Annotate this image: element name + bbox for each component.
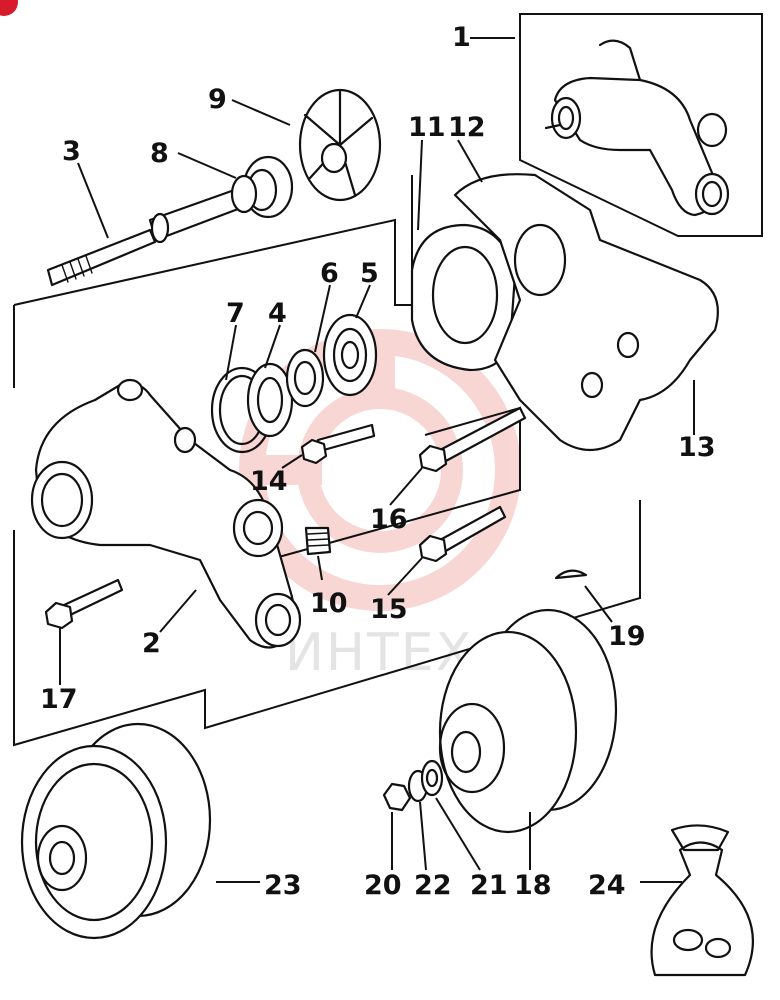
pulley-large [20, 722, 212, 940]
spacer [285, 348, 325, 408]
pulley-small [438, 608, 618, 834]
grouping-lines [13, 175, 641, 747]
label-11: 11 [408, 112, 446, 143]
label-4: 4 [268, 298, 287, 329]
pump-body [30, 378, 302, 649]
label-24: 24 [588, 870, 626, 901]
label-22: 22 [414, 870, 452, 901]
label-5: 5 [360, 258, 379, 289]
shaft [46, 186, 248, 287]
bearing-inner [246, 362, 294, 438]
label-8: 8 [150, 138, 169, 169]
label-6: 6 [320, 258, 339, 289]
label-23: 23 [264, 870, 302, 901]
watermark: ИНТЕХ [239, 329, 521, 683]
label-13: 13 [678, 432, 716, 463]
seal [230, 155, 294, 219]
label-20: 20 [364, 870, 402, 901]
label-10: 10 [310, 588, 348, 619]
label-19: 19 [608, 621, 646, 652]
label-17: 17 [40, 684, 78, 715]
bolt-16 [418, 406, 527, 473]
rear-housing [453, 173, 719, 451]
label-12: 12 [448, 112, 486, 143]
label-3: 3 [62, 136, 81, 167]
bolt-14 [300, 423, 376, 465]
label-21: 21 [470, 870, 508, 901]
label-18: 18 [514, 870, 552, 901]
part-labels: 1 2 3 4 5 6 7 8 9 10 11 12 13 14 15 16 1… [40, 22, 716, 901]
corner-badge [0, 0, 18, 16]
watermark-text: ИНТЕХ [285, 623, 473, 683]
leader-lines [59, 37, 695, 883]
drain-plug [304, 526, 332, 556]
bearing-outer [322, 313, 378, 397]
key [554, 569, 588, 580]
label-15: 15 [370, 594, 408, 625]
nut-and-washers [382, 759, 444, 812]
impeller [298, 88, 382, 202]
label-2: 2 [142, 628, 161, 659]
label-16: 16 [370, 504, 408, 535]
bolt-17 [44, 578, 124, 630]
label-14: 14 [250, 466, 288, 497]
label-7: 7 [226, 298, 245, 329]
bolt-15 [418, 505, 507, 563]
assembly-inset [519, 13, 763, 237]
label-9: 9 [208, 84, 227, 115]
label-1: 1 [452, 22, 471, 53]
parts-bag [650, 824, 754, 977]
